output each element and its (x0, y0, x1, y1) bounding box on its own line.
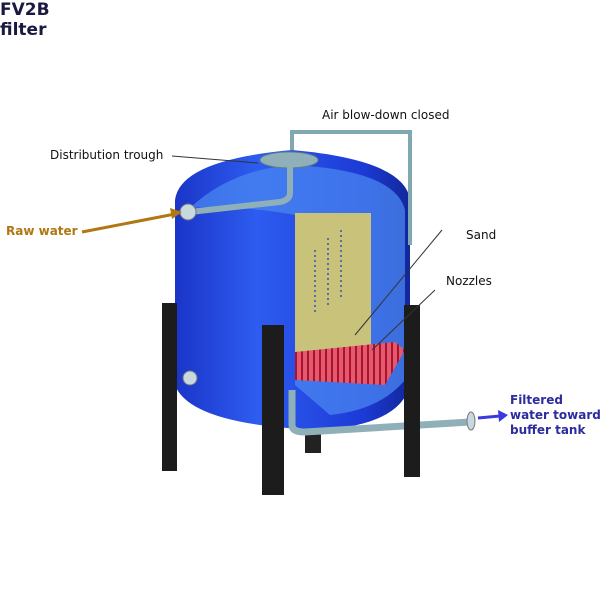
distribution-trough-label: Distribution trough (50, 148, 164, 162)
tank-name-label: FV2B filter (0, 0, 600, 40)
raw-water-label: Raw water (6, 224, 78, 238)
trough-leader (171, 155, 259, 164)
leg-left (162, 303, 177, 471)
air-blowdown-label: Air blow-down closed (322, 108, 450, 122)
nozzles-label: Nozzles (446, 274, 492, 288)
filtered-line3: buffer tank (510, 423, 586, 437)
filtered-line2: water toward (510, 408, 600, 422)
filtered-arrowhead (498, 410, 508, 422)
filtered-arrow (477, 414, 501, 420)
sand-label: Sand (466, 228, 497, 242)
filtered-water-label: Filtered water toward buffer tank (510, 393, 600, 438)
inlet-flange (179, 203, 197, 221)
nozzles-leader (371, 289, 436, 351)
outlet-flange (466, 411, 476, 431)
air-blowdown-pipe (290, 130, 412, 245)
leg-right (404, 305, 420, 477)
tank-name-line2: filter (0, 20, 47, 40)
tank-name-line1: FV2B (0, 0, 50, 20)
filtered-line1: Filtered (510, 393, 563, 407)
raw-water-arrow (81, 212, 176, 234)
raw-water-arrowhead (170, 208, 182, 219)
outlet-pipe (288, 390, 471, 436)
sand-layer (295, 213, 371, 353)
leg-front (262, 325, 284, 495)
flow-arrows (314, 230, 342, 315)
sand-leader (354, 229, 443, 336)
lower-flange (182, 370, 198, 386)
inlet-pipe (189, 165, 293, 215)
nozzle-plate (295, 342, 405, 385)
